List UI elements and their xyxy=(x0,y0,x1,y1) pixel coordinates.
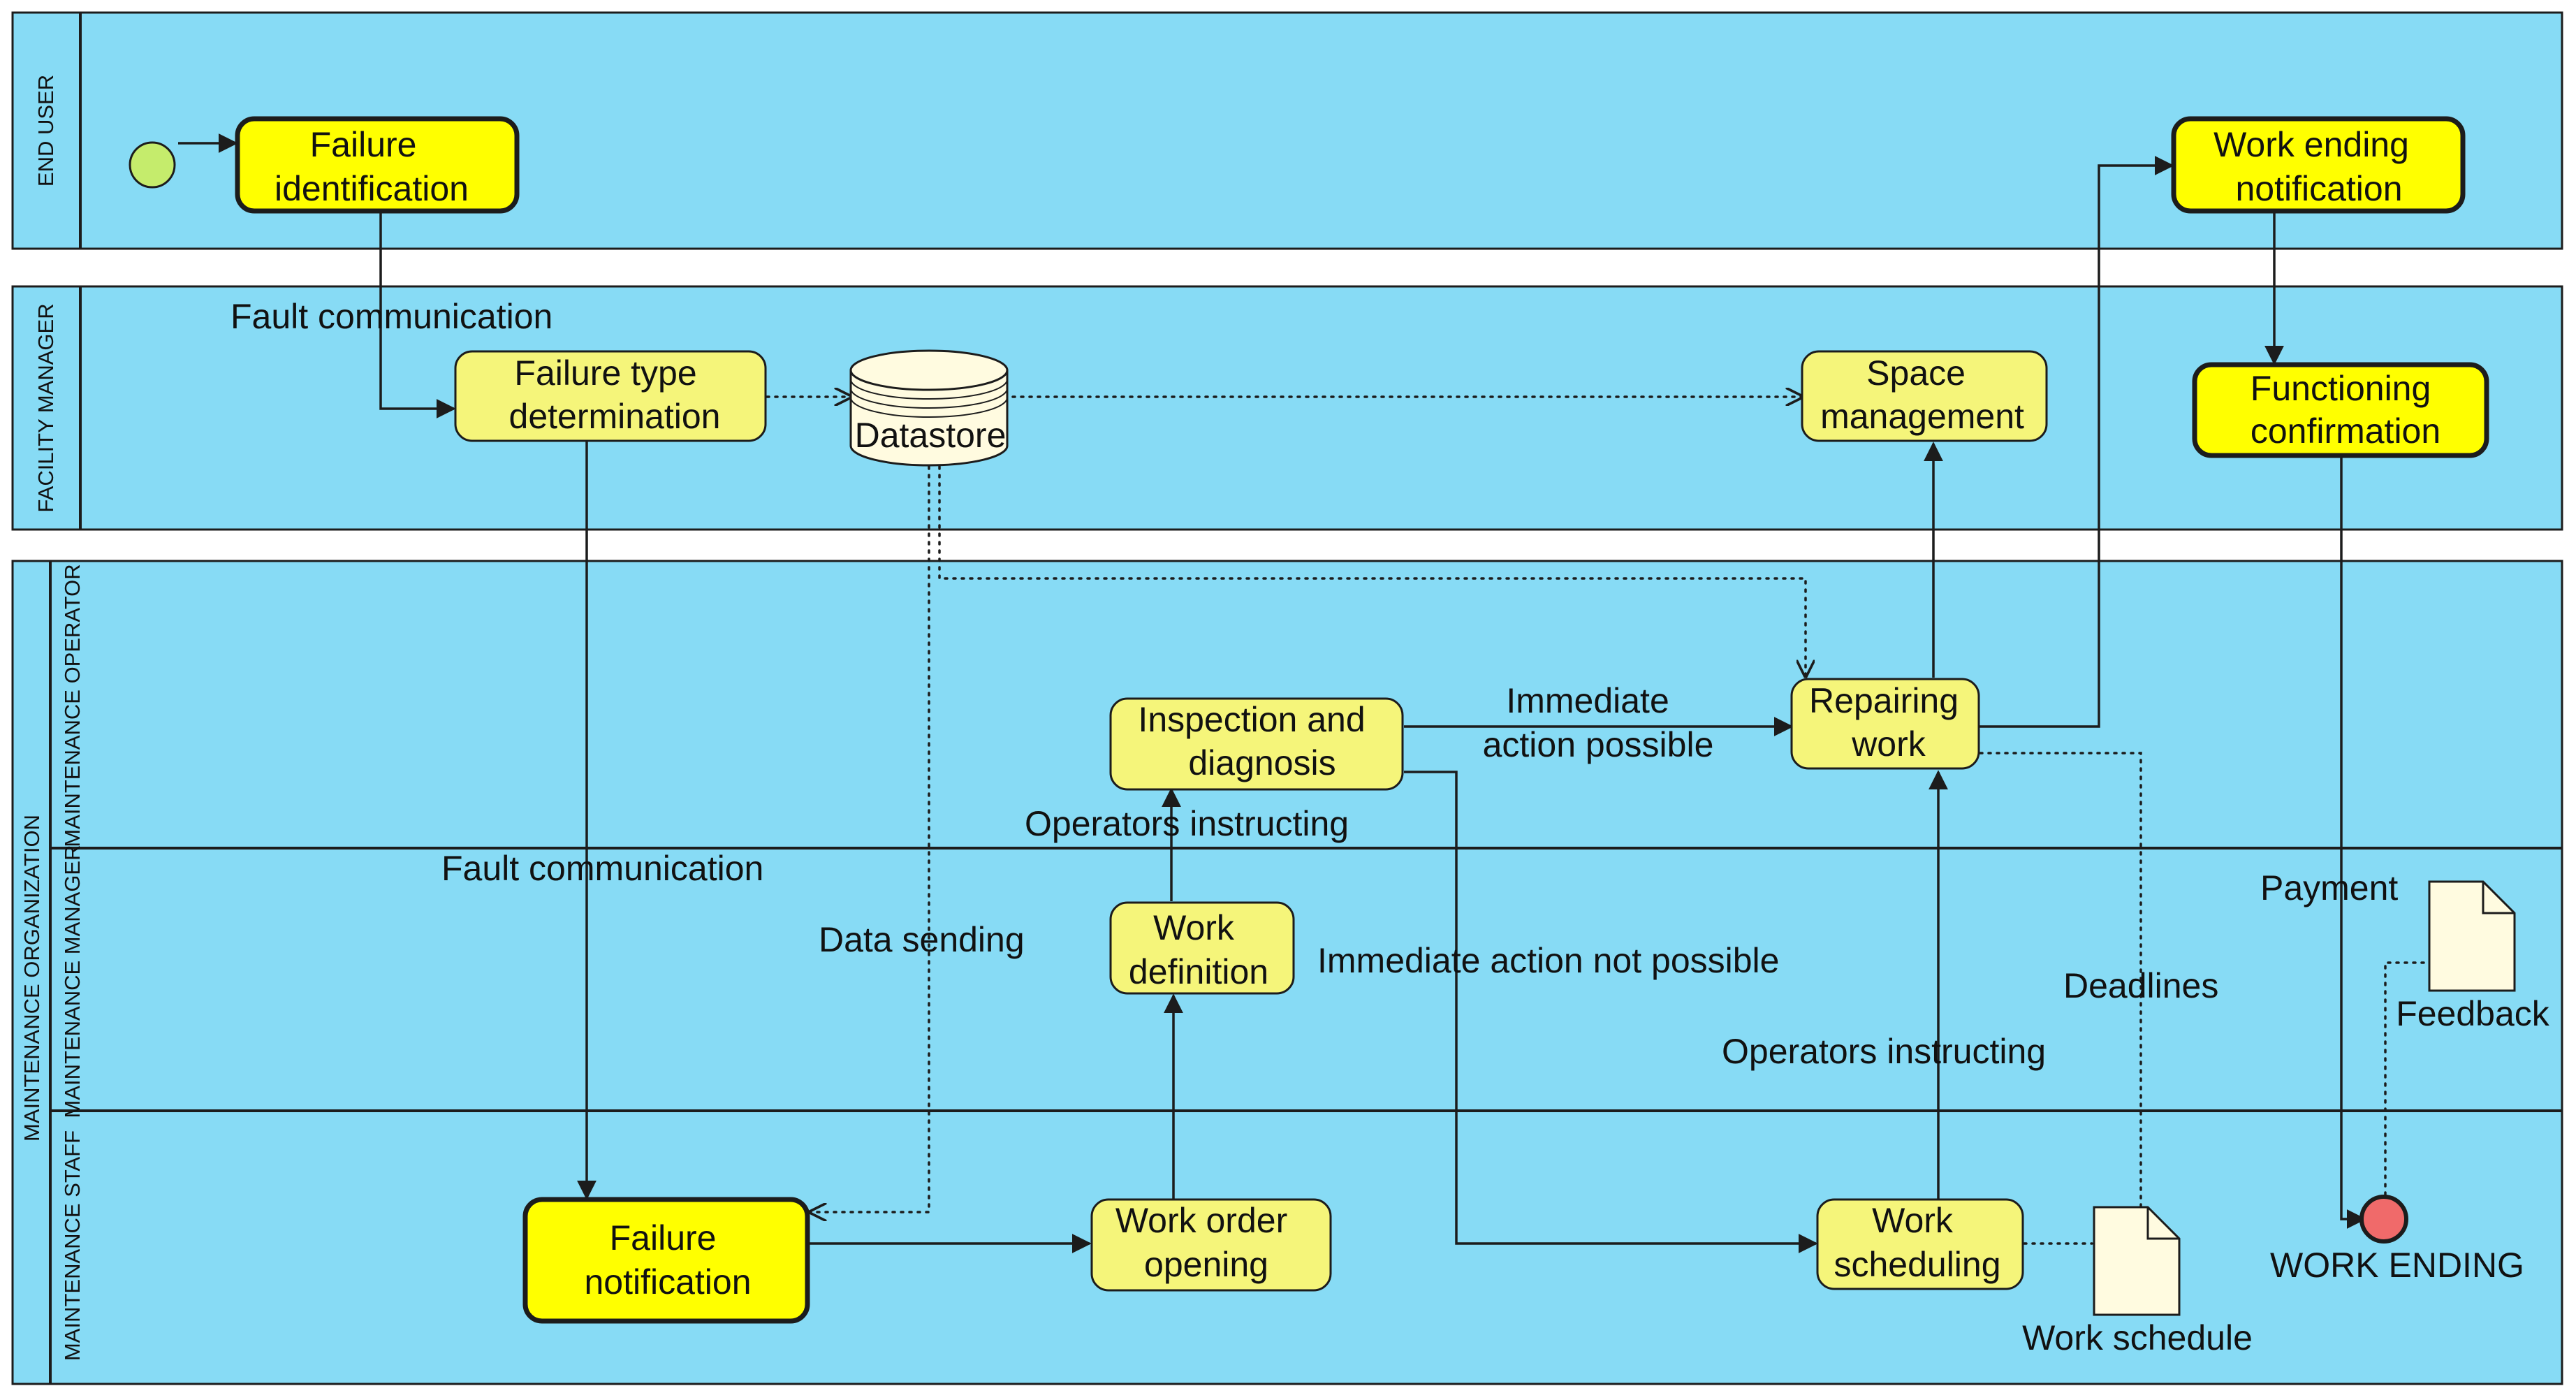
end-event[interactable]: WORK ENDING xyxy=(2270,1195,2524,1285)
task-failure-notification[interactable]: Failure notification xyxy=(522,1197,810,1324)
flow-label-data-sending: Data sending xyxy=(819,920,1025,959)
task-functioning-confirmation[interactable]: Functioning confirmation xyxy=(2192,362,2489,458)
sequence-flows xyxy=(178,133,2366,1253)
task-label-line: Repairing xyxy=(1809,681,1959,720)
task-label-line: definition xyxy=(1129,952,1268,991)
svg-text:Work ending notification: Work ending notification xyxy=(2213,125,2419,208)
flow-confirmation-to-end[interactable] xyxy=(2340,455,2366,1229)
flow-label-immediate-action-possible: Immediate action possible xyxy=(1483,681,1714,764)
task-label-line: opening xyxy=(1144,1245,1268,1284)
task-label-line: notification xyxy=(2235,169,2402,208)
task-work-ending-notification[interactable]: Work ending notification xyxy=(2171,116,2466,214)
flow-label-payment: Payment xyxy=(2260,868,2398,907)
svg-text:Repairing work: Repairing work xyxy=(1809,681,1968,764)
svg-text:Failure identification: Failure identification xyxy=(275,125,469,208)
pool-label-maintenance-organization: MAINTENANCE ORGANIZATION xyxy=(20,815,44,1142)
task-failure-identification[interactable]: Failure identification xyxy=(235,116,520,214)
document-work-schedule[interactable]: Work schedule xyxy=(2022,1206,2253,1357)
lane-label-maintenance-manager: MAINTENANCE MANAGER xyxy=(60,845,85,1118)
flow-label-fault-communication: Fault communication xyxy=(441,849,763,888)
association-flows xyxy=(766,397,2429,1245)
task-failure-type-determination[interactable]: Failure type determination xyxy=(454,350,767,442)
association-end-to-feedback[interactable] xyxy=(2384,961,2429,1204)
flow-repairing-to-work-ending-notification[interactable] xyxy=(1979,156,2174,728)
task-label-line: Inspection and xyxy=(1138,700,1365,739)
document-label-work-schedule: Work schedule xyxy=(2022,1318,2253,1357)
flow-inspection-to-work-scheduling[interactable] xyxy=(1404,771,1818,1253)
task-label-line: work xyxy=(1851,724,1926,764)
svg-text:Failure notification: Failure notification xyxy=(584,1218,751,1301)
task-label-line: notification xyxy=(584,1262,751,1301)
task-work-scheduling[interactable]: Work scheduling xyxy=(1816,1198,2024,1290)
task-space-management[interactable]: Space management xyxy=(1801,350,2048,442)
task-label-line: Work ending xyxy=(2213,125,2409,164)
flow-label-deadlines: Deadlines xyxy=(2063,966,2218,1005)
task-label-line: diagnosis xyxy=(1188,743,1335,782)
pool-label-end-user: END USER xyxy=(34,75,58,187)
flow-label-operators-instructing: Operators instructing xyxy=(1025,804,1349,843)
pool-label-facility-manager: FACILITY MANAGER xyxy=(34,303,58,512)
document-feedback[interactable]: Feedback xyxy=(2396,880,2550,1033)
task-inspection-and-diagnosis[interactable]: Inspection and diagnosis xyxy=(1109,697,1404,791)
datastore[interactable]: Datastore xyxy=(849,349,1009,467)
svg-text:Work scheduling: Work scheduling xyxy=(1834,1201,2000,1284)
flow-label-line: action possible xyxy=(1483,725,1714,764)
flow-label-fault-communication: Fault communication xyxy=(230,297,552,336)
svg-text:Inspection and diagnosis: Inspection and diagnosis xyxy=(1138,700,1375,782)
task-label-line: Failure xyxy=(310,125,417,164)
task-repairing-work[interactable]: Repairing work xyxy=(1790,678,1980,770)
association-datastore-to-repairing[interactable] xyxy=(938,465,1806,676)
flow-label-operators-instructing: Operators instructing xyxy=(1722,1032,2046,1071)
svg-text:Work order opening: Work order opening xyxy=(1115,1201,1297,1284)
task-label-line: Functioning xyxy=(2251,369,2431,408)
document-label-feedback: Feedback xyxy=(2396,994,2550,1033)
task-label-line: Work order xyxy=(1115,1201,1287,1240)
lane-label-maintenance-staff: MAINTENANCE STAFF xyxy=(60,1130,85,1361)
flow-label-line: Immediate xyxy=(1506,681,1669,720)
task-work-order-opening[interactable]: Work order opening xyxy=(1090,1198,1332,1292)
task-label-line: scheduling xyxy=(1834,1245,2000,1284)
task-label-line: determination xyxy=(509,397,721,436)
task-label-line: Failure type xyxy=(514,353,696,393)
svg-text:Failure type determinati: Failure type determination xyxy=(509,353,721,436)
task-label-line: Space xyxy=(1866,353,1966,393)
task-label-line: identification xyxy=(275,169,469,208)
svg-text:Work definition: Work definition xyxy=(1129,908,1268,991)
lane-label-maintenance-operator: MAINTENANCE OPERATOR xyxy=(60,564,85,847)
datastore-label: Datastore xyxy=(855,416,1007,455)
task-work-definition[interactable]: Work definition xyxy=(1109,901,1295,995)
association-datastore-to-failure-notification[interactable] xyxy=(810,465,930,1212)
flow-label-immediate-action-not-possible: Immediate action not possible xyxy=(1317,941,1779,980)
start-event[interactable] xyxy=(129,141,176,189)
association-repairing-to-work-schedule[interactable] xyxy=(1979,752,2142,1209)
flow-failure-identification-to-type-determination[interactable] xyxy=(379,210,456,418)
task-label-line: confirmation xyxy=(2251,411,2440,451)
end-event-label: WORK ENDING xyxy=(2270,1246,2524,1285)
task-label-line: Work xyxy=(1872,1201,1954,1240)
task-label-line: Failure xyxy=(610,1218,717,1257)
task-label-line: Work xyxy=(1153,908,1235,947)
svg-text:Space management: Space management xyxy=(1820,353,2024,436)
svg-text:Functioning confirmation: Functioning confirmation xyxy=(2251,369,2440,451)
task-label-line: management xyxy=(1820,397,2024,436)
